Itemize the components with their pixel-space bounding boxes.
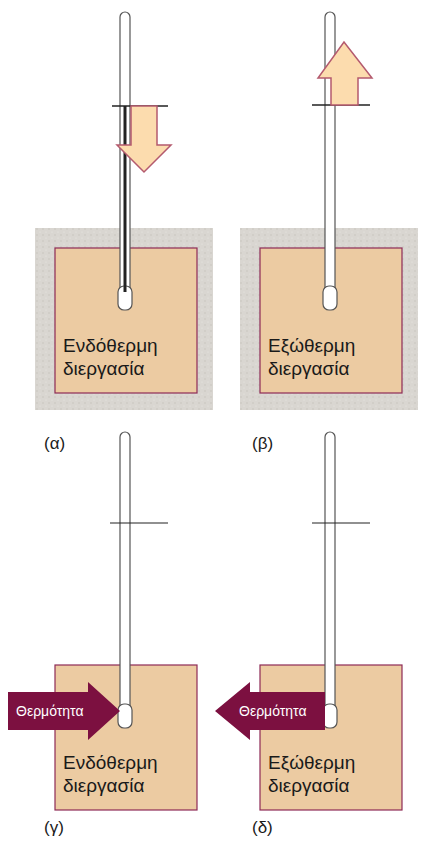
process-box: Εξώθερμη διεργασία bbox=[260, 665, 402, 810]
heat-label: Θερμότητα bbox=[16, 703, 84, 719]
heat-arrow bbox=[8, 682, 120, 740]
process-label: Εξώθερμη διεργασία bbox=[268, 751, 390, 799]
panel-label: (β) bbox=[252, 434, 273, 454]
thermometer bbox=[312, 432, 370, 728]
process-label: Ενδόθερμη διεργασία bbox=[63, 334, 185, 382]
thermometer bbox=[110, 432, 168, 728]
process-box: Εξώθερμη διεργασία bbox=[260, 248, 402, 393]
panel-label: (δ) bbox=[252, 818, 273, 838]
process-box: Ενδόθερμη διεργασία bbox=[55, 248, 197, 393]
heat-label: Θερμότητα bbox=[239, 703, 307, 719]
heat-arrow bbox=[215, 682, 325, 740]
down-arrow bbox=[117, 106, 171, 172]
process-label: Εξώθερμη διεργασία bbox=[268, 334, 390, 382]
up-arrow bbox=[318, 42, 372, 105]
process-label: Ενδόθερμη διεργασία bbox=[63, 751, 185, 799]
panel-label: (γ) bbox=[44, 818, 64, 838]
process-box: Ενδόθερμη διεργασία bbox=[55, 665, 197, 810]
panel-label: (α) bbox=[44, 434, 65, 454]
